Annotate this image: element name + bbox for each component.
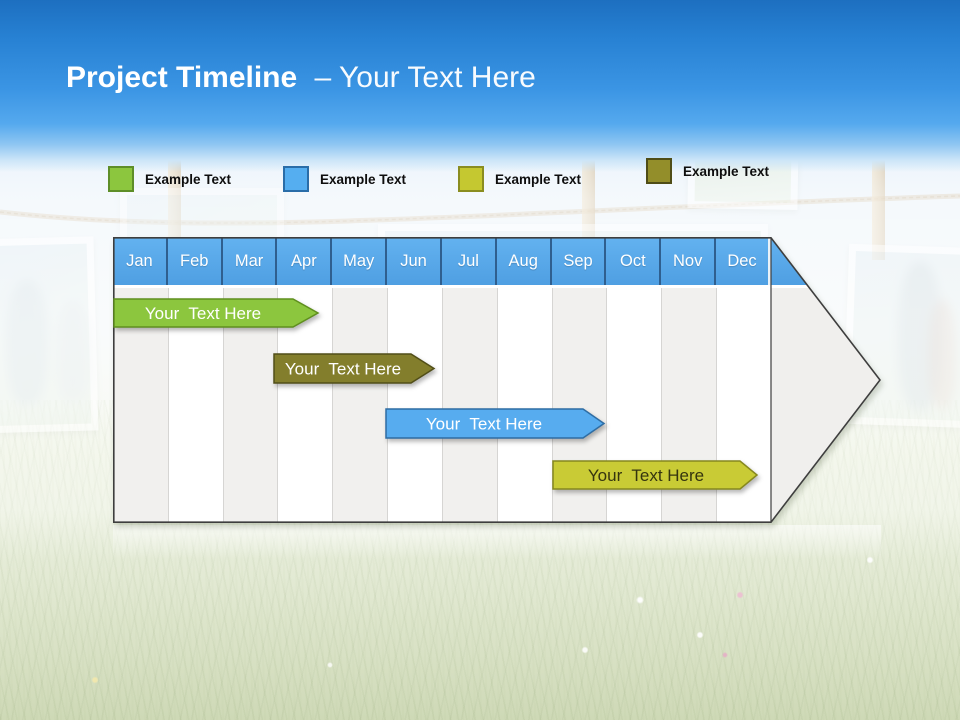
month-cell-mar: Mar [223, 237, 278, 285]
page-title[interactable]: Project Timeline – Your Text Here [66, 61, 536, 95]
legend-label: Example Text [320, 171, 407, 187]
timeline-body: Jan Feb Mar Apr May Jun Jul Aug Sep Oct … [113, 237, 881, 523]
timeline-outline [113, 237, 881, 523]
gantt-bar-3[interactable]: Your Text Here [385, 408, 606, 439]
legend-label: Example Text [683, 163, 770, 179]
legend-item-yellow[interactable]: Example Text [458, 166, 581, 192]
legend-item-blue[interactable]: Example Text [283, 166, 406, 192]
legend-label: Example Text [495, 171, 582, 187]
title-bold-text: Project Timeline [66, 61, 298, 94]
legend-swatch-blue [283, 166, 309, 192]
month-cell-jul: Jul [442, 237, 497, 285]
month-cell-nov: Nov [661, 237, 717, 285]
month-cell-oct: Oct [606, 237, 662, 285]
gantt-bar-1[interactable]: Your Text Here [113, 298, 320, 328]
timeline-arrow: Jan Feb Mar Apr May Jun Jul Aug Sep Oct … [113, 237, 881, 523]
legend-item-olive[interactable]: Example Text [646, 158, 769, 184]
legend-label: Example Text [145, 171, 232, 187]
legend-swatch-olive [646, 158, 672, 184]
month-cell-aug: Aug [497, 237, 552, 285]
table-reflection [113, 525, 881, 559]
legend-swatch-yellow [458, 166, 484, 192]
month-cell-apr: Apr [277, 237, 333, 285]
month-cell-jan: Jan [113, 237, 168, 285]
month-column [496, 288, 552, 523]
legend-swatch-green [108, 166, 134, 192]
month-column [441, 288, 497, 523]
month-cell-sep: Sep [552, 237, 607, 285]
gantt-bar-2[interactable]: Your Text Here [273, 353, 436, 384]
title-banner [0, 0, 960, 172]
gantt-bar-label: Your Text Here [426, 415, 542, 434]
gantt-bar-label: Your Text Here [588, 466, 704, 485]
month-cell-jun: Jun [387, 237, 442, 285]
month-columns [113, 288, 771, 523]
title-regular-text: – Your Text Here [314, 61, 536, 94]
legend-item-green[interactable]: Example Text [108, 166, 231, 192]
month-cell-dec: Dec [716, 237, 771, 285]
month-cell-may: May [332, 237, 388, 285]
month-header-row: Jan Feb Mar Apr May Jun Jul Aug Sep Oct … [113, 237, 881, 288]
month-column [332, 288, 388, 523]
gantt-bar-4[interactable]: Your Text Here [552, 460, 759, 490]
month-cell-feb: Feb [168, 237, 223, 285]
month-column [387, 288, 442, 523]
gantt-bar-label: Your Text Here [285, 360, 401, 379]
gantt-bar-label: Your Text Here [145, 304, 261, 323]
